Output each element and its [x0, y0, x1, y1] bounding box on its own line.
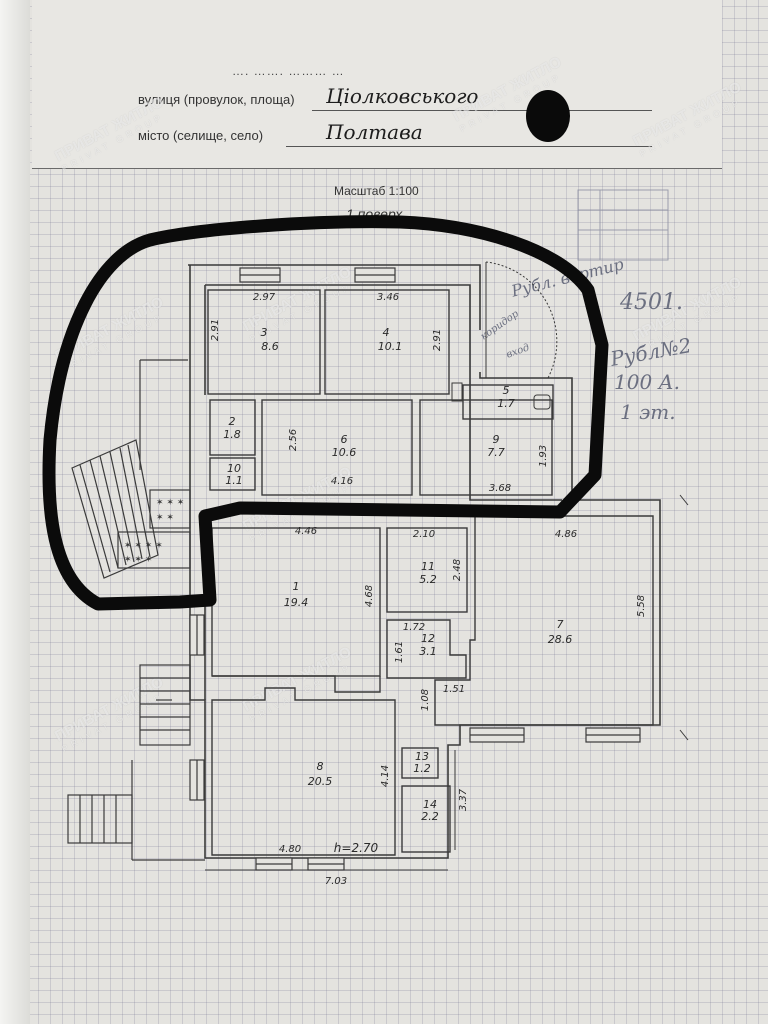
svg-text:h=2.70: h=2.70 [334, 841, 379, 855]
room-number: 5 [503, 384, 510, 397]
room-number: 9 [493, 433, 500, 446]
room-12-outline [386, 619, 467, 679]
svg-text:3.46: 3.46 [377, 292, 399, 303]
svg-text:✶ ✶ ✶: ✶ ✶ ✶ [124, 555, 152, 565]
room-5-outline [462, 384, 554, 420]
paper-edge [0, 0, 30, 1024]
room-number: 7 [557, 618, 564, 631]
svg-text:4.14: 4.14 [380, 765, 391, 787]
room-14-outline [401, 785, 451, 853]
room-area: 7.7 [487, 446, 505, 459]
svg-text:2.56: 2.56 [288, 429, 299, 451]
outer-wall-inner [204, 284, 471, 395]
svg-text:1.72: 1.72 [403, 622, 425, 633]
room-area: 28.6 [548, 633, 573, 646]
svg-text:2.91: 2.91 [432, 329, 443, 351]
room-number: 2 [229, 415, 236, 428]
room-6-outline [261, 399, 413, 496]
svg-text:7.03: 7.03 [325, 876, 347, 887]
room-area: 2.2 [421, 810, 439, 823]
room-area: 3.1 [419, 645, 437, 658]
outer-wall [188, 264, 661, 859]
city-label: місто (селище, село) [138, 128, 264, 143]
city-value: Полтава [326, 120, 423, 144]
pencil-note: 4501. [620, 290, 683, 315]
room-7-outline [434, 515, 654, 726]
room-number: 3 [261, 326, 268, 339]
svg-text:5.58: 5.58 [636, 595, 647, 617]
dimension-labels: 2.97 3.46 2.91 2.91 2.56 4.16 3.68 1.93 … [210, 292, 647, 887]
svg-text:1.93: 1.93 [538, 445, 549, 467]
room-4-outline [324, 289, 450, 395]
room-11-outline [386, 527, 468, 613]
redaction-mark [526, 90, 570, 142]
street-value: Ціолковського [326, 84, 479, 108]
planting-marks: ✶ ✶ ✶ ✶ ✶ ✶ ✶ ✶ ✶ ✶ ✶ ✶ [124, 498, 184, 565]
windows [189, 267, 641, 871]
room-13-outline [401, 747, 439, 779]
room-number: 8 [317, 760, 324, 773]
svg-text:✶ ✶: ✶ ✶ [156, 513, 174, 523]
room-area: 19.4 [284, 596, 309, 609]
room-area: 1.1 [225, 474, 243, 487]
form-header [32, 0, 722, 169]
svg-text:✶ ✶ ✶: ✶ ✶ ✶ [156, 498, 184, 508]
svg-text:4.68: 4.68 [364, 585, 375, 607]
svg-text:1.61: 1.61 [394, 641, 405, 663]
svg-text:4.80: 4.80 [279, 844, 301, 855]
room-area: 8.6 [261, 340, 279, 353]
staircase-left [71, 359, 191, 579]
room-number: 6 [341, 433, 348, 446]
svg-text:2.10: 2.10 [413, 529, 435, 540]
svg-text:1.08: 1.08 [420, 689, 431, 711]
room-9-outline [419, 399, 553, 496]
svg-text:2.91: 2.91 [210, 319, 221, 341]
svg-text:4.86: 4.86 [555, 529, 577, 540]
room-area: 5.2 [419, 573, 437, 586]
room-area: 1.2 [413, 762, 431, 775]
svg-text:2.48: 2.48 [452, 559, 463, 581]
street-underline [312, 110, 652, 111]
room-area: 20.5 [308, 775, 333, 788]
cutoff-text: …. ……. ……… … [232, 64, 345, 78]
room-number: 14 [423, 798, 437, 811]
room-area: 10.1 [378, 340, 403, 353]
room-number: 11 [421, 560, 435, 573]
room-area: 10.6 [332, 446, 357, 459]
room-number: 12 [421, 632, 435, 645]
room-2-outline [209, 399, 256, 456]
street-label: вулиця (провулок, площа) [138, 92, 295, 107]
room-10-outline [209, 457, 256, 491]
dimension-ticks [205, 494, 689, 871]
room-area: 1.8 [223, 428, 241, 441]
city-underline [286, 146, 652, 147]
room-number: 10 [227, 462, 241, 475]
room-area: 1.7 [497, 397, 515, 410]
staircase-lower [67, 664, 205, 861]
room-8-outline [211, 687, 396, 856]
room-labels: 3 8.6 4 10.1 5 1.7 2 1.8 10 1.1 6 10.6 9… [223, 326, 572, 823]
svg-text:✶ ✶ ✶ ✶: ✶ ✶ ✶ ✶ [124, 541, 163, 551]
pencil-note: 100 А. [614, 370, 681, 394]
pencil-sketch [577, 189, 669, 261]
svg-text:1.51: 1.51 [443, 684, 465, 695]
svg-text:4.46: 4.46 [295, 526, 317, 537]
svg-text:2.97: 2.97 [253, 292, 276, 303]
room-number: 1 [293, 580, 300, 593]
marker-outline [42, 215, 609, 611]
door-swing [451, 261, 558, 410]
svg-text:3.68: 3.68 [489, 483, 511, 494]
scale-label: Масштаб 1:100 [334, 184, 419, 198]
room-3-outline [207, 289, 321, 395]
pencil-note: 1 эт. [620, 400, 676, 424]
room-number: 13 [415, 750, 429, 763]
room-number: 4 [383, 326, 390, 339]
svg-text:4.16: 4.16 [331, 476, 353, 487]
svg-text:3.37: 3.37 [458, 788, 469, 811]
room-1-notch [212, 675, 381, 693]
